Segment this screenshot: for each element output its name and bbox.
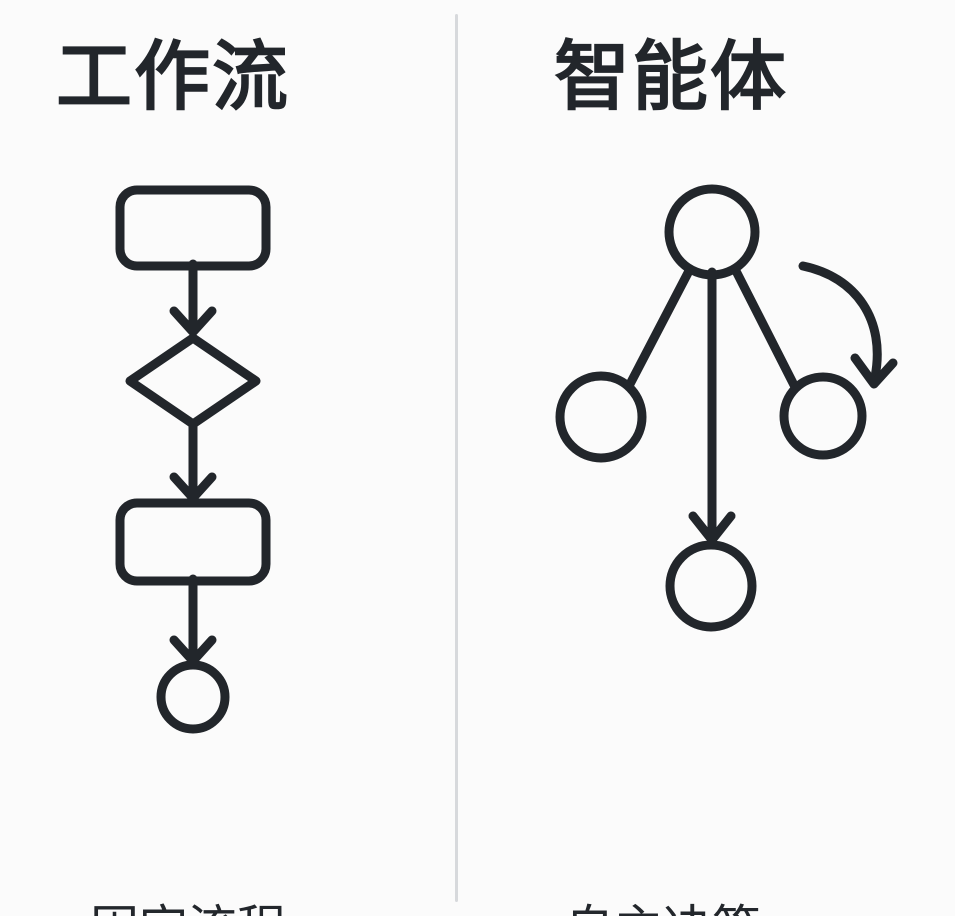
vertical-divider [455,14,458,902]
process-box-1 [115,185,271,271]
decision-diamond [125,333,261,429]
panel-agent: 智能体 [457,0,955,916]
terminator-circle [156,660,230,734]
arrow-root-to-bottom [688,267,736,545]
page-title-workflow: 工作流 [56,35,290,120]
page-title-agent: 智能体 [554,35,788,120]
arrow-diamond-to-box2 [169,419,217,503]
feedback-loop-arrow [798,261,898,389]
agent-child-circle-right [779,372,867,460]
caption-workflow-line1: 固定流程, [90,897,546,916]
caption-agent: 自主决策, 灵活执行 [565,766,955,916]
agent-child-circle-left [555,371,647,463]
caption-workflow: 固定流程, 按规则执行 [90,766,546,916]
arrow-box2-to-circle [169,574,217,666]
edge-root-to-right [730,264,800,392]
panel-workflow: 工作流 [0,0,456,916]
edge-root-to-left [624,264,695,391]
agent-root-circle [664,184,760,280]
agent-child-circle-bottom [665,540,757,632]
process-box-2 [115,498,271,586]
arrow-box1-to-diamond [169,259,217,337]
caption-agent-line1: 自主决策, [565,897,955,916]
